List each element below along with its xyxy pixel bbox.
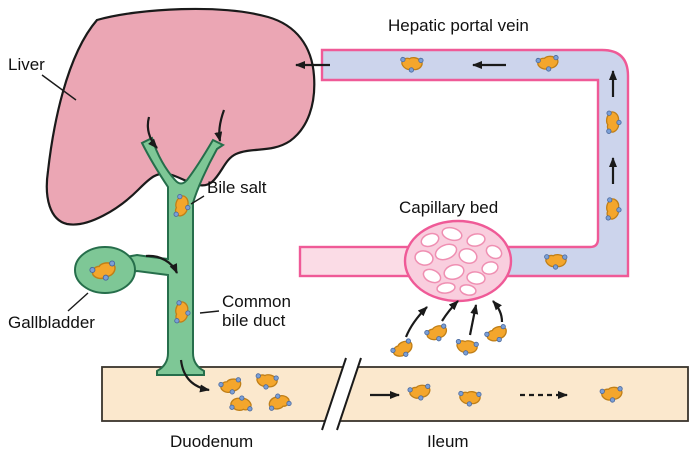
bile-salt-molecule: [482, 323, 511, 347]
intestine-break-gap: [322, 358, 361, 430]
hepatic-portal-vein-label: Hepatic portal vein: [388, 16, 529, 35]
capillary-cell: [459, 284, 477, 296]
ileum-label: Ileum: [427, 432, 469, 451]
intestine-break-line: [321, 357, 347, 431]
capillary-bed: [403, 219, 513, 303]
intestine-break: [321, 357, 362, 431]
bile-salt-molecule: [388, 337, 417, 363]
duodenum-label: Duodenum: [170, 432, 253, 451]
capillary-cell: [466, 233, 486, 247]
capillary-cell: [485, 244, 503, 260]
flow-arrow-absorption: [468, 304, 479, 336]
flow-arrow-absorption: [404, 306, 428, 338]
bile-salt-label: Bile salt: [207, 178, 267, 197]
capillary-cell: [436, 282, 456, 294]
bile-salt-molecule: [423, 322, 451, 346]
capillary-cell: [422, 268, 442, 284]
flow-arrow-absorption: [492, 300, 504, 323]
capillary-cell: [466, 271, 486, 285]
capillary-cell: [434, 243, 458, 261]
bile-salt-molecule: [453, 337, 480, 358]
bile-salt-leader-line: [190, 195, 205, 205]
flow-arrow-absorption: [441, 300, 459, 322]
common-bile-duct-leader-line: [199, 310, 220, 314]
flow-arrow-liver-left: [146, 116, 158, 149]
flow-arrow-liver-right: [214, 109, 226, 142]
flow-arrow-gallbladder-to-duct: [145, 254, 179, 274]
common-bile-duct-label-line2: bile duct: [222, 311, 286, 330]
capillary-cell: [441, 226, 463, 242]
capillary-cells: [414, 226, 503, 296]
gallbladder-leader-line: [67, 292, 89, 312]
flow-arrow-duct-to-duodenum: [179, 359, 210, 393]
capillary-cell: [443, 263, 465, 281]
capillary-cell: [420, 232, 440, 248]
gallbladder-label: Gallbladder: [8, 313, 95, 332]
capillary-cell: [458, 248, 478, 264]
capillary-cell: [481, 261, 499, 275]
liver-label: Liver: [8, 55, 45, 74]
liver-leader-line: [41, 74, 77, 101]
capillary-cell: [414, 250, 434, 266]
common-bile-duct-label-line1: Common: [222, 292, 291, 311]
intestine-break-line: [336, 357, 362, 431]
flow-arrows: [145, 61, 617, 399]
capillary-bed-label: Capillary bed: [399, 198, 498, 217]
leader-lines: [41, 74, 220, 314]
liver-shape: [45, 7, 316, 226]
